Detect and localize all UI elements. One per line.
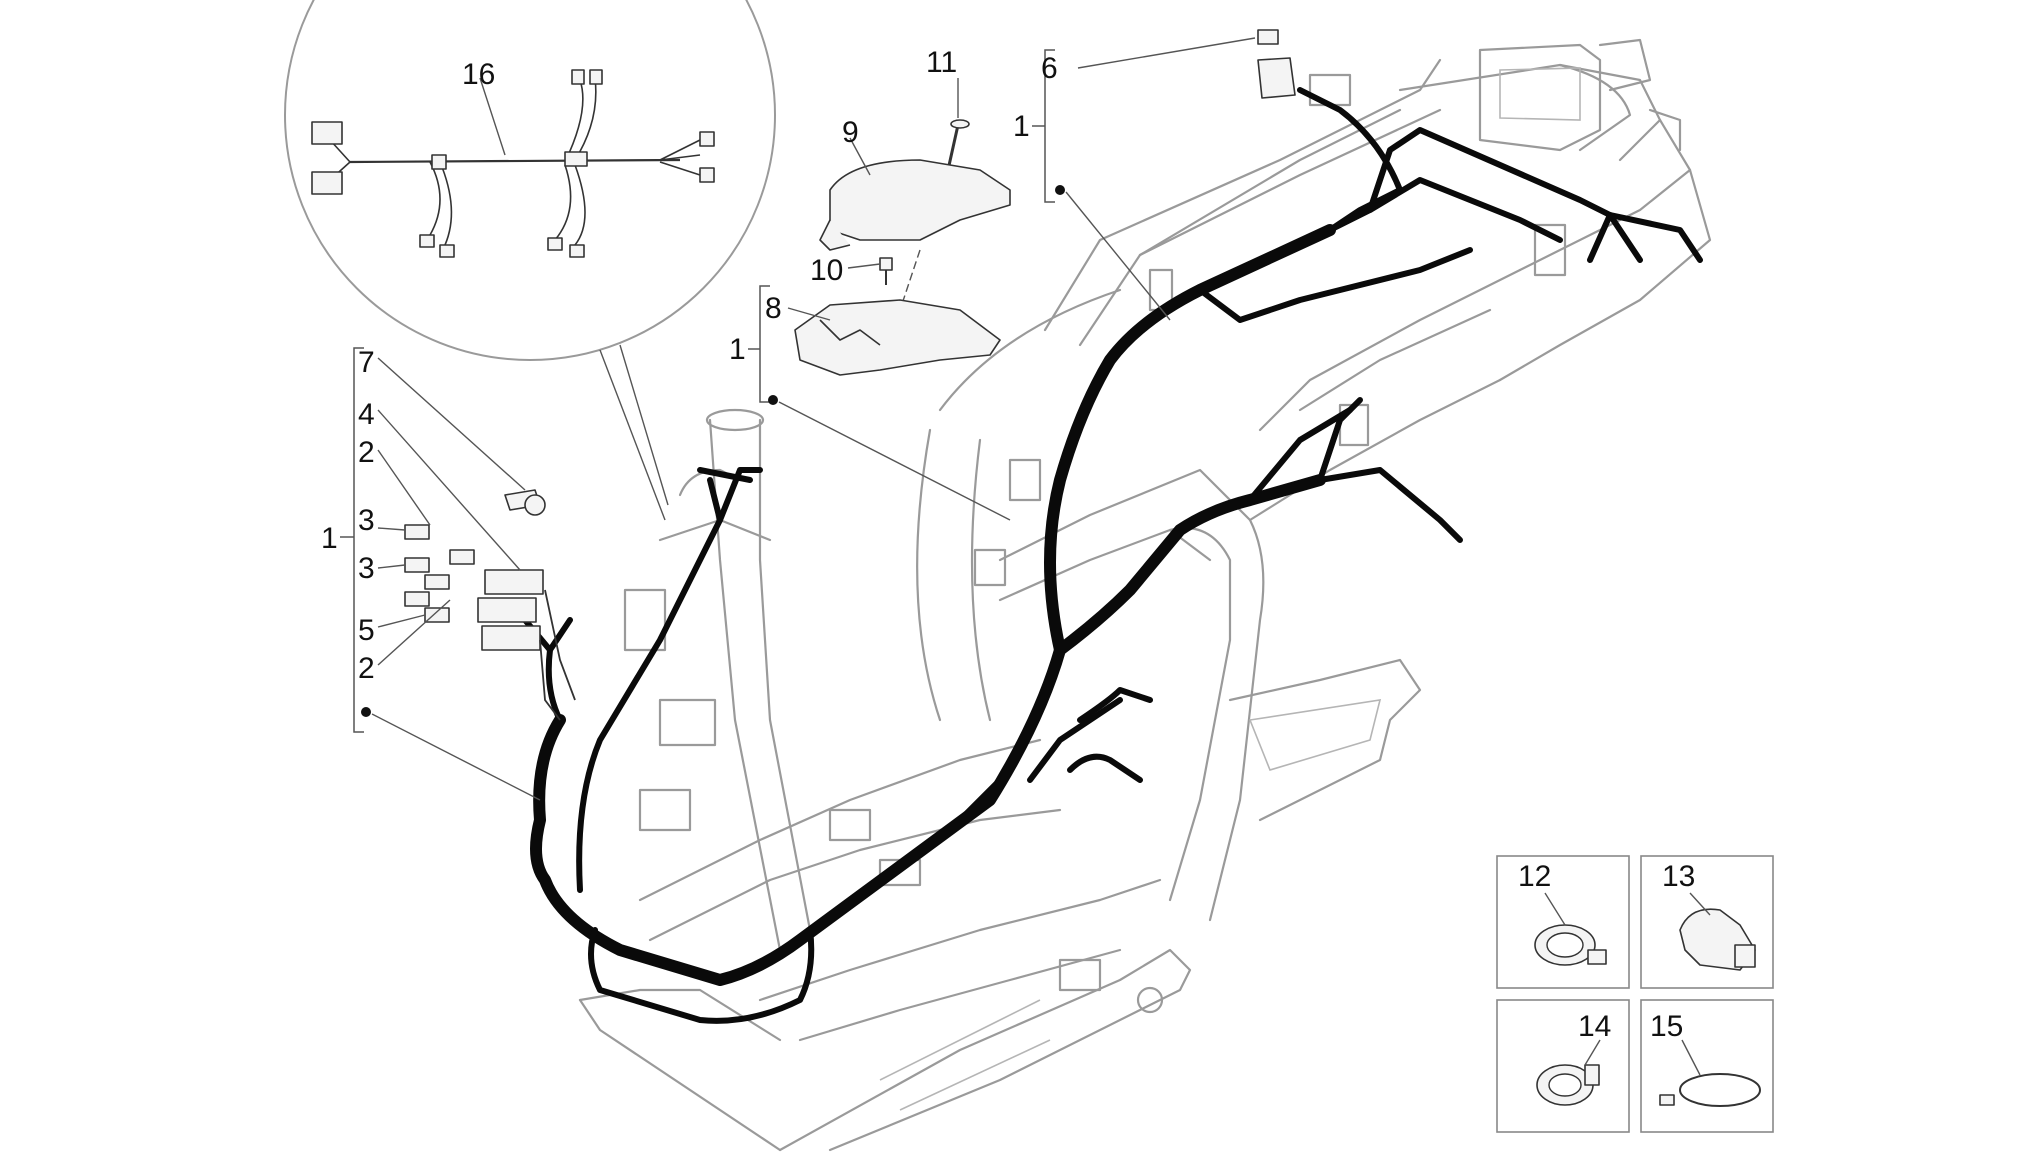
callout-8: 8	[765, 292, 782, 325]
callout-1: 1	[729, 333, 746, 366]
callout-2: 2	[358, 652, 375, 685]
callout-4: 4	[358, 398, 375, 431]
callout-11: 11	[926, 46, 957, 79]
callout-9: 9	[842, 116, 859, 149]
callout-7: 7	[358, 346, 375, 379]
callout-labels: 7 4 2 3 1 3 5 2 11 9 10 8 1 6 1 12 13 14…	[321, 46, 1695, 1043]
callout-15: 15	[1650, 1010, 1683, 1043]
callout-1: 1	[321, 522, 338, 555]
callout-6: 6	[1041, 52, 1058, 85]
scooter-frame	[578, 38, 1712, 1152]
inset-parts	[1496, 855, 1774, 1133]
callout-13: 13	[1662, 860, 1695, 893]
loose-parts	[404, 29, 1296, 721]
callout-5: 5	[358, 614, 375, 647]
callout-3: 3	[358, 552, 375, 585]
callout-16: 16	[462, 58, 495, 91]
callout-10: 10	[810, 254, 843, 287]
callout-12: 12	[1518, 860, 1551, 893]
main-harness	[522, 87, 1703, 1024]
callout-3: 3	[358, 504, 375, 537]
leader-lines	[340, 37, 1256, 801]
callout-1: 1	[1013, 110, 1030, 143]
detail-magnifier: 16	[284, 0, 776, 521]
callout-2: 2	[358, 436, 375, 469]
callout-14: 14	[1578, 1010, 1611, 1043]
